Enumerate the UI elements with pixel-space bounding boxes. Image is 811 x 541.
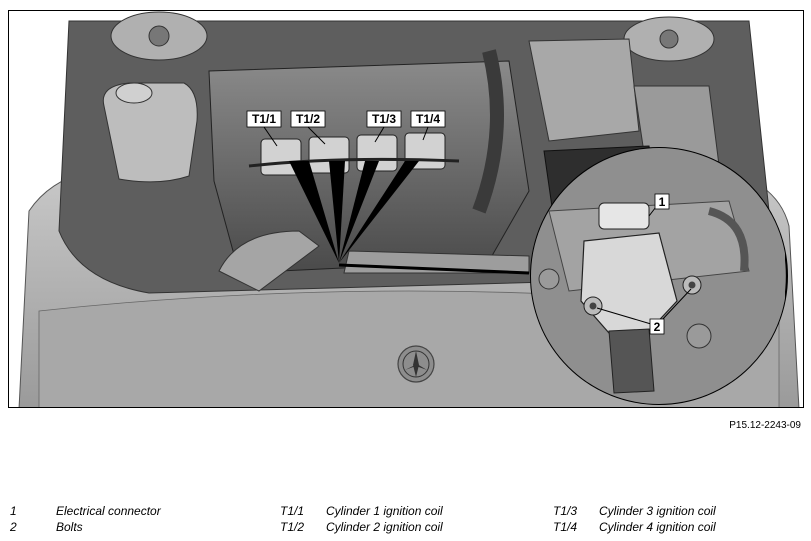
legend-item: T1/2 Cylinder 2 ignition coil — [280, 519, 443, 535]
legend-text: Cylinder 3 ignition coil — [599, 504, 716, 518]
legend-item: 1 Electrical connector — [10, 503, 161, 519]
coolant-reservoir — [102, 82, 198, 183]
legend-code: T1/3 — [553, 504, 578, 518]
legend-item: T1/3 Cylinder 3 ignition coil — [553, 503, 716, 519]
brand-emblem — [397, 345, 435, 383]
detail-inset: 1 2 — [530, 147, 788, 405]
air-filter-housing — [528, 38, 640, 142]
engine-bay-drawing: T1/1 T1/2 T1/3 T1/4 — [9, 11, 803, 407]
legend-text: Cylinder 2 ignition coil — [326, 520, 443, 534]
callout-t1-4: T1/4 — [416, 112, 440, 126]
legend-item: 2 Bolts — [10, 519, 161, 535]
legend-code: 1 — [10, 504, 17, 518]
legend-text: Bolts — [56, 520, 83, 534]
legend-column-2: T1/1 Cylinder 1 ignition coil T1/2 Cylinde… — [280, 503, 443, 535]
legend-code: T1/2 — [280, 520, 305, 534]
electrical-connector — [598, 202, 650, 230]
callout-t1-2: T1/2 — [296, 112, 320, 126]
legend-column-3: T1/3 Cylinder 3 ignition coil T1/4 Cylinde… — [553, 503, 716, 535]
callout-2: 2 — [654, 320, 661, 334]
engine-bay-illustration: T1/1 T1/2 T1/3 T1/4 — [8, 10, 804, 408]
callout-t1-3: T1/3 — [372, 112, 396, 126]
legend-item: T1/1 Cylinder 1 ignition coil — [280, 503, 443, 519]
zoom-indicator — [289, 161, 530, 275]
legend-text: Cylinder 1 ignition coil — [326, 504, 443, 518]
legend-code: 2 — [10, 520, 17, 534]
legend-text: Cylinder 4 ignition coil — [599, 520, 716, 534]
callout-leaders — [263, 126, 429, 147]
legend-column-1: 1 Electrical connector 2 Bolts — [10, 503, 161, 535]
legend-code: T1/4 — [553, 520, 578, 534]
legend-text: Electrical connector — [56, 504, 161, 518]
callout-t1-1: T1/1 — [252, 112, 276, 126]
legend-code: T1/1 — [280, 504, 305, 518]
figure-id: P15.12-2243-09 — [729, 420, 801, 431]
callout-1: 1 — [659, 195, 666, 209]
legend-item: T1/4 Cylinder 4 ignition coil — [553, 519, 716, 535]
ignition-coil-row — [248, 132, 460, 176]
